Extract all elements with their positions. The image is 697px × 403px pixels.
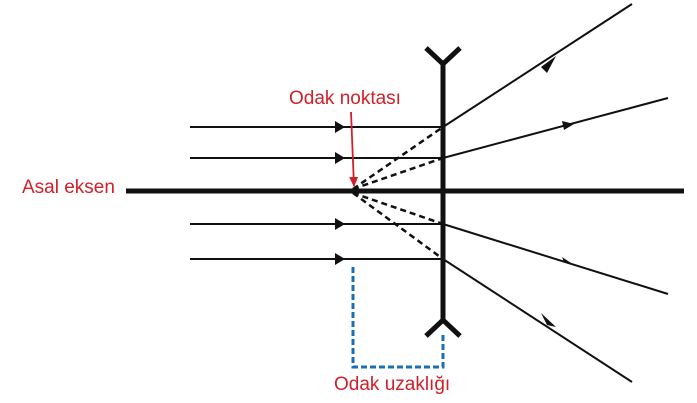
principal-axis-label: Asal eksen — [22, 177, 115, 198]
incident-rays — [190, 126, 443, 260]
focal-length-bracket — [351, 267, 445, 369]
refracted-rays — [442, 3, 669, 383]
refracted-ray-arrows — [541, 56, 574, 327]
incident-ray-arrows — [335, 121, 345, 265]
refracted-ray-3 — [442, 223, 669, 295]
refracted-ray-2 — [442, 97, 669, 159]
focal-point-label: Odak noktası — [289, 88, 401, 109]
diverging-lens-icon — [424, 46, 462, 338]
focal-point-pointer — [349, 111, 359, 187]
focal-length-label: Odak uzaklığı — [334, 374, 451, 395]
refracted-ray-4 — [442, 258, 633, 383]
virtual-ray-extensions — [352, 125, 444, 261]
refracted-ray-1 — [442, 3, 633, 128]
